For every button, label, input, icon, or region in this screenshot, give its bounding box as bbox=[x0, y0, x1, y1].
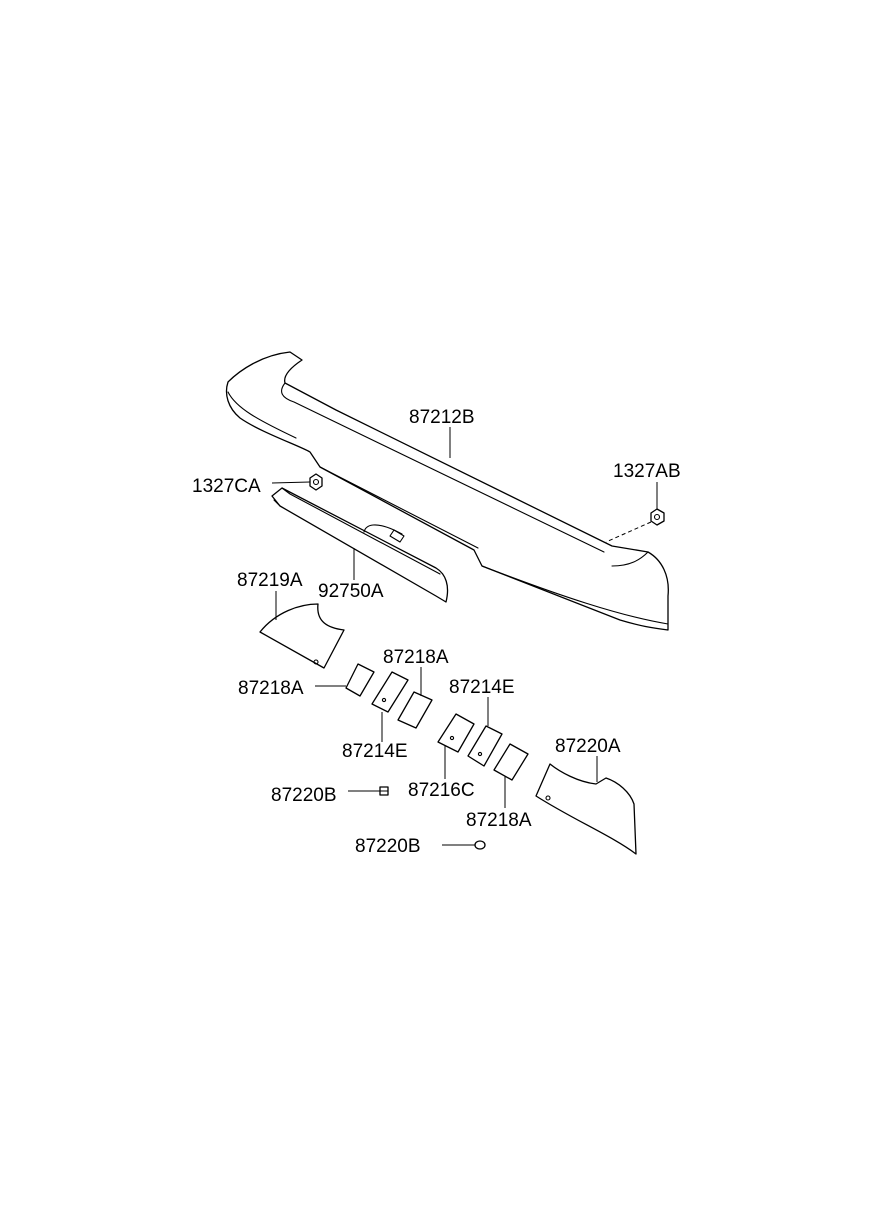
label-clip-1: 87220B bbox=[271, 785, 337, 806]
label-tape-a1: 87218A bbox=[238, 678, 304, 699]
nut-right-icon[interactable] bbox=[650, 508, 665, 526]
label-tape-c: 87216C bbox=[408, 780, 475, 801]
tape-a3-part[interactable] bbox=[493, 743, 529, 781]
label-nut-right: 1327AB bbox=[613, 461, 681, 482]
tape-a1-part[interactable] bbox=[345, 663, 375, 697]
pad-left-part[interactable] bbox=[259, 603, 345, 669]
label-spoiler: 87212B bbox=[409, 407, 475, 428]
label-pad-left: 87219A bbox=[237, 570, 303, 591]
tape-e1-part[interactable] bbox=[371, 671, 409, 713]
nut-right-dash bbox=[605, 521, 652, 543]
stop-lamp-part[interactable] bbox=[271, 487, 449, 603]
label-nut-left: 1327CA bbox=[192, 476, 261, 497]
label-tape-e2: 87214E bbox=[449, 677, 515, 698]
tape-e2-part[interactable] bbox=[467, 725, 503, 767]
label-tape-a2: 87218A bbox=[383, 647, 449, 668]
tape-c-part[interactable] bbox=[437, 713, 475, 753]
label-clip-2: 87220B bbox=[355, 836, 421, 857]
label-stop-lamp: 92750A bbox=[318, 581, 384, 602]
clip-2-icon[interactable] bbox=[474, 840, 486, 850]
label-pad-right: 87220A bbox=[555, 736, 621, 757]
nut-left-icon[interactable] bbox=[309, 473, 323, 491]
tape-a2-part[interactable] bbox=[397, 691, 433, 729]
label-tape-e1: 87214E bbox=[342, 741, 408, 762]
clip-1-icon[interactable] bbox=[379, 786, 389, 796]
leader-lines bbox=[271, 427, 658, 846]
pad-right-part[interactable] bbox=[535, 763, 637, 855]
label-tape-a3: 87218A bbox=[466, 810, 532, 831]
spoiler-part[interactable] bbox=[225, 351, 669, 631]
